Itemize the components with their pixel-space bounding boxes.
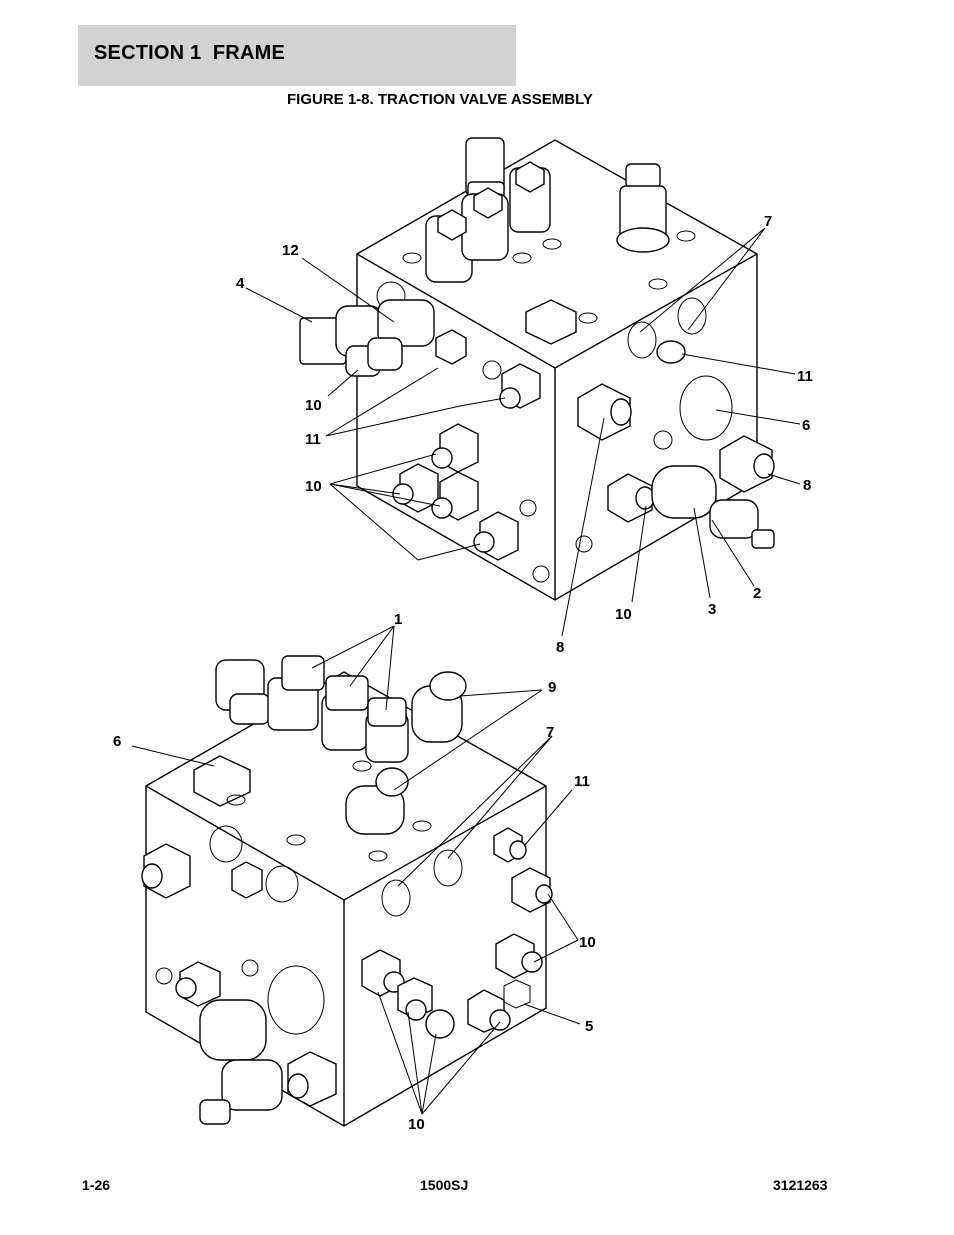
callout-4: 4 (236, 275, 245, 292)
top-valve-block: 12 4 10 11 10 7 11 6 8 2 3 10 8 (236, 137, 813, 656)
callout-10: 10 (305, 397, 322, 414)
section-title: SECTION 1 FRAME (94, 42, 285, 64)
footer-model: 1500SJ (420, 1177, 469, 1193)
callout-11: 11 (305, 431, 321, 448)
callout-12: 12 (282, 242, 299, 259)
callout-11: 11 (797, 368, 813, 385)
bottom-valve-block: 1 9 6 7 11 10 5 10 (113, 611, 596, 1133)
callout-10: 10 (408, 1116, 425, 1133)
callout-7: 7 (546, 724, 554, 741)
callout-7: 7 (764, 213, 772, 230)
callout-2: 2 (753, 585, 761, 602)
callout-8: 8 (556, 639, 564, 656)
footer-doc-number: 3121263 (773, 1177, 828, 1193)
callout-10: 10 (615, 606, 632, 623)
callout-10: 10 (305, 478, 322, 495)
callout-10: 10 (579, 934, 596, 951)
callout-5: 5 (585, 1018, 593, 1035)
callout-6: 6 (802, 417, 810, 434)
footer-page-number: 1-26 (82, 1177, 111, 1193)
callout-6: 6 (113, 733, 121, 750)
section-header: SECTION 1 FRAME (78, 25, 516, 86)
callout-1: 1 (394, 611, 402, 628)
figure-title: FIGURE 1-8. TRACTION VALVE ASSEMBLY (287, 91, 593, 108)
callout-3: 3 (708, 601, 716, 618)
callout-11: 11 (574, 773, 590, 790)
callout-9: 9 (548, 679, 556, 696)
callout-8: 8 (803, 477, 811, 494)
